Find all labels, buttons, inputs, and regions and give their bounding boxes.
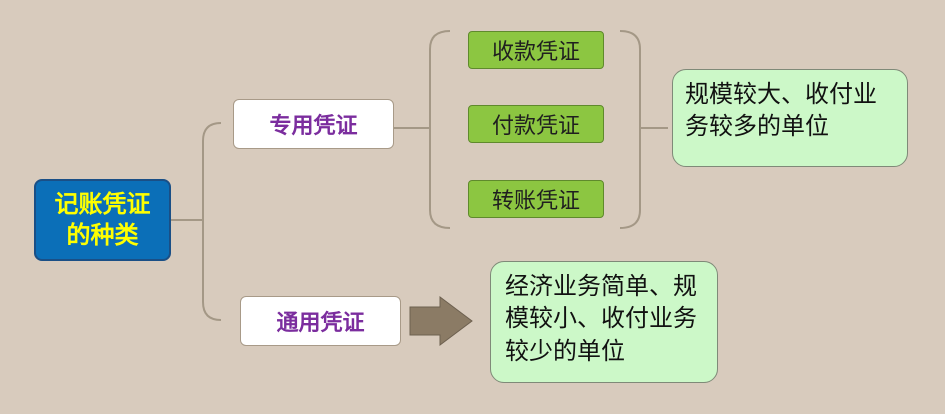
voucher-payment: 付款凭证 [468, 105, 604, 143]
voucher-transfer: 转账凭证 [468, 180, 604, 218]
category-special-voucher: 专用凭证 [233, 99, 394, 149]
root-node: 记账凭证的种类 [34, 179, 171, 261]
voucher-receipt: 收款凭证 [468, 31, 604, 69]
description-special: 规模较大、收付业务较多的单位 [672, 69, 908, 167]
description-bracket [619, 30, 641, 229]
category-general-voucher: 通用凭证 [240, 296, 401, 346]
voucher-bracket [429, 30, 451, 229]
root-bracket [202, 122, 222, 321]
description-general: 经济业务简单、规模较小、收付业务较少的单位 [490, 261, 718, 383]
arrow-shape [409, 296, 473, 346]
